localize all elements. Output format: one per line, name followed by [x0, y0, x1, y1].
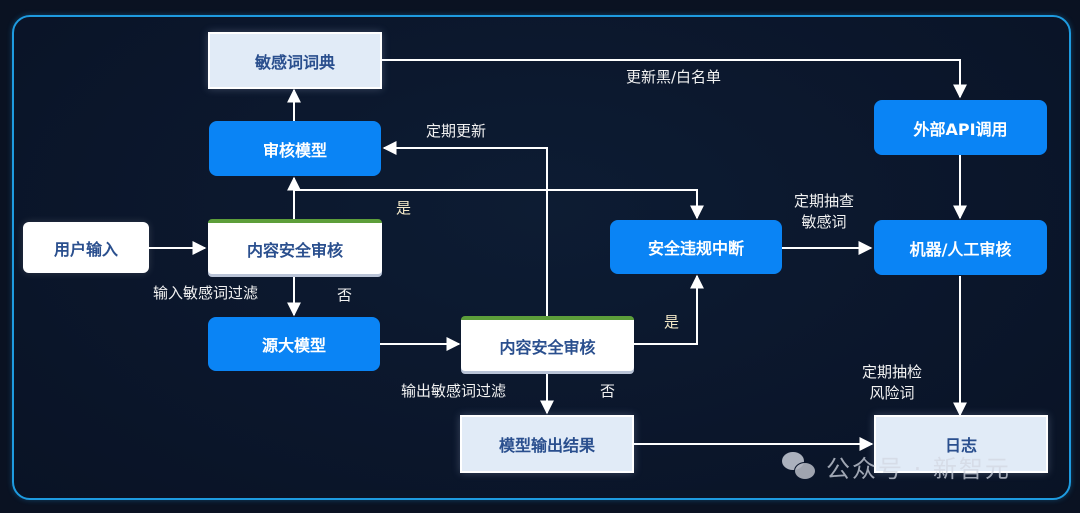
label-risk-check-line1: 定期抽检: [862, 363, 923, 381]
user-input-node: 用户输入: [23, 222, 149, 273]
node-label: 敏感词词典: [254, 52, 335, 72]
node-label: 用户输入: [53, 239, 118, 259]
label-output-filter: 输出敏感词过滤: [401, 382, 507, 400]
node-label: 内容安全审核: [246, 240, 343, 260]
source-model-node: 源大模型: [208, 317, 380, 371]
node-label: 安全违规中断: [647, 239, 744, 258]
label-yes-output: 是: [664, 313, 680, 331]
label-update-lists: 更新黑/白名单: [626, 68, 722, 86]
watermark-text: 公众号 · 新智元: [826, 455, 1011, 483]
machine-human-review-node: 机器/人工审核: [874, 220, 1047, 275]
label-yes-input: 是: [396, 199, 412, 217]
edge-audit1-yes-to-violation: [294, 189, 704, 220]
label-spot-check: 定期抽查 敏感词: [794, 191, 854, 233]
node-label: 日志: [944, 436, 977, 455]
node-label: 模型输出结果: [498, 436, 595, 455]
node-label: 外部API调用: [913, 119, 1008, 139]
wechat-icon: [782, 451, 816, 482]
label-spot-check-line1: 定期抽查: [794, 192, 855, 210]
log-node: 日志: [874, 415, 1048, 473]
model-output-node: 模型输出结果: [460, 415, 634, 473]
review-model-node: 审核模型: [209, 121, 381, 176]
external-api-node: 外部API调用: [874, 100, 1047, 155]
node-label: 审核模型: [262, 140, 327, 160]
label-input-filter: 输入敏感词过滤: [153, 284, 259, 302]
label-risk-check-line2: 风险词: [869, 384, 915, 402]
violation-stop-node: 安全违规中断: [610, 220, 782, 274]
content-audit-output-node: 内容安全审核: [461, 316, 634, 371]
label-no-input: 否: [337, 286, 353, 304]
content-audit-input-node: 内容安全审核: [208, 219, 382, 274]
label-spot-check-line2: 敏感词: [801, 213, 847, 231]
label-risk-check: 定期抽检 风险词: [862, 362, 922, 404]
node-label: 源大模型: [261, 336, 326, 355]
label-no-output: 否: [600, 382, 616, 400]
edge-dictionary-to-external-api: [382, 59, 967, 99]
sensitive-word-dictionary-node: 敏感词词典: [208, 32, 382, 89]
label-periodic-update: 定期更新: [426, 122, 487, 140]
node-label: 内容安全审核: [499, 337, 596, 357]
edge-audit2-yes-to-violation: [634, 274, 704, 345]
node-label: 机器/人工审核: [909, 239, 1012, 259]
edge-audit2-to-review-model: [382, 141, 548, 317]
watermark: 公众号 · 新智元: [782, 449, 1011, 484]
